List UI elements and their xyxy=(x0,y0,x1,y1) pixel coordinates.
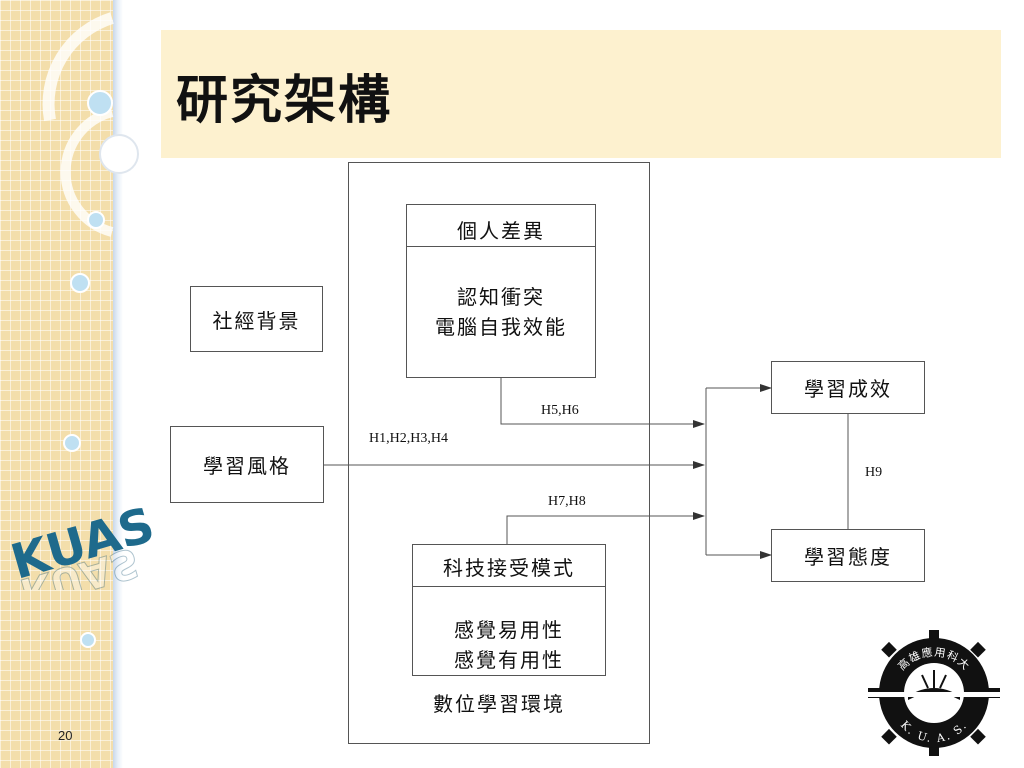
arrow-h7-h8 xyxy=(506,512,705,544)
tam-item: 感覺易用性 xyxy=(454,618,564,642)
label-h7-h8: H7,H8 xyxy=(548,494,586,509)
university-seal: 高雄應用科大 K. U. A. S. xyxy=(866,630,1002,756)
tam-header: 科技接受模式 xyxy=(443,556,575,580)
kuas-logo: KUAS KUAS xyxy=(5,497,160,590)
learning-attitude-box: 學習態度 xyxy=(771,529,925,582)
individual-differences-header: 個人差異 xyxy=(457,219,545,243)
page-number: 20 xyxy=(58,728,73,743)
label-h5-h6: H5,H6 xyxy=(541,403,579,418)
individual-differences-divider xyxy=(407,246,595,247)
individual-differences-item: 電腦自我效能 xyxy=(435,315,567,339)
tam-item: 感覺有用性 xyxy=(454,648,564,672)
individual-differences-item: 認知衝突 xyxy=(457,285,545,309)
title-bar xyxy=(161,30,1001,158)
label-h1-h4: H1,H2,H3,H4 xyxy=(369,431,448,446)
side-decoration-strip xyxy=(0,0,118,768)
slide-title: 研究架構 xyxy=(176,71,393,131)
arrow-h5-h6 xyxy=(500,378,705,428)
tam-box: 科技接受模式 感覺易用性 感覺有用性 xyxy=(412,544,606,676)
environment-label: 數位學習環境 xyxy=(433,692,565,716)
socio-background-box: 社經背景 xyxy=(190,286,323,352)
learning-effect-box: 學習成效 xyxy=(771,361,925,414)
side-orbs-decoration xyxy=(42,12,139,648)
side-strip-edge xyxy=(113,0,123,768)
individual-differences-box: 個人差異 認知衝突 電腦自我效能 xyxy=(406,204,596,378)
learning-style-box: 學習風格 xyxy=(170,426,324,503)
tam-divider xyxy=(413,586,605,587)
label-h9: H9 xyxy=(865,465,883,480)
